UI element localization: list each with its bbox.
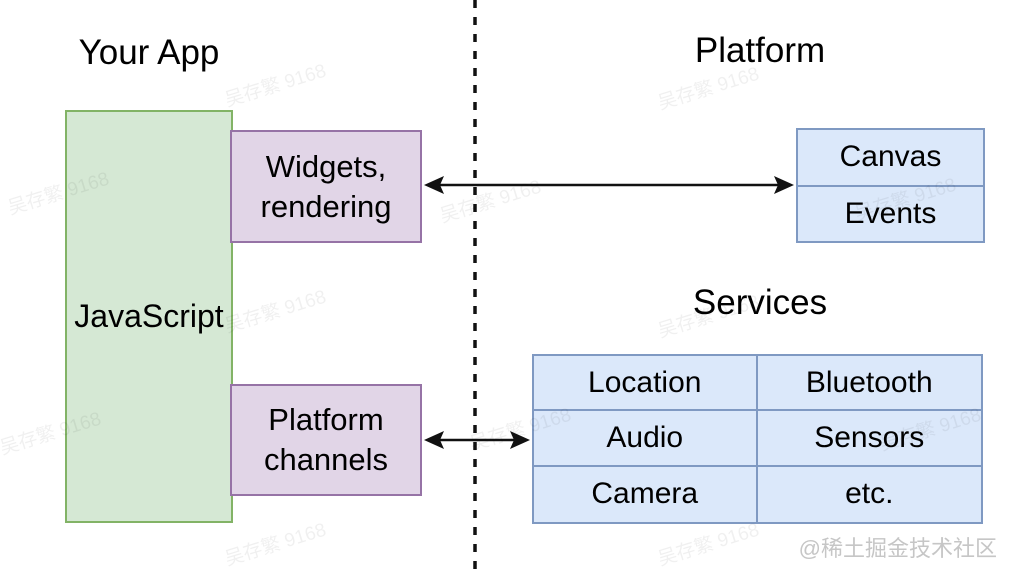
events-row: Events (844, 196, 937, 230)
title-services: Services (692, 283, 828, 322)
canvas-row: Canvas (798, 130, 983, 187)
widgets-rendering-box: Widgets, rendering (230, 130, 422, 243)
watermark-text: 吴存繁 9168 (222, 519, 329, 571)
juejin-watermark: @稀土掘金技术社区 (798, 536, 997, 561)
canvas-events-box: Canvas Events (796, 128, 985, 243)
table-cell-camera: Camera (534, 466, 758, 522)
table-cell-etc: etc. (845, 477, 894, 511)
watermark-text: 吴存繁 9168 (437, 176, 544, 228)
arrow-widgets-canvas (424, 176, 794, 194)
table-cell-bluetooth: Bluetooth (757, 356, 981, 412)
watermark-text: 吴存繁 9168 (222, 286, 329, 338)
widgets-line-1: Widgets, (265, 148, 387, 184)
widgets-line-2: rendering (260, 188, 392, 224)
channels-line-2: channels (263, 442, 389, 477)
table-cell-sensors: Sensors (757, 411, 981, 467)
javascript-label: JavaScript (74, 298, 224, 334)
javascript-box: JavaScript (65, 110, 233, 523)
table-cell-location: Location (534, 356, 758, 412)
table-cell-audio: Audio (534, 411, 758, 467)
title-platform: Platform (694, 31, 826, 70)
platform-channels-box: Platform channels (230, 384, 422, 496)
channels-line-1: Platform (268, 402, 384, 437)
arrow-channels-services (424, 431, 530, 449)
services-table: Location Bluetooth Audio Sensors Camera … (532, 354, 983, 524)
title-your-app: Your App (78, 33, 220, 72)
